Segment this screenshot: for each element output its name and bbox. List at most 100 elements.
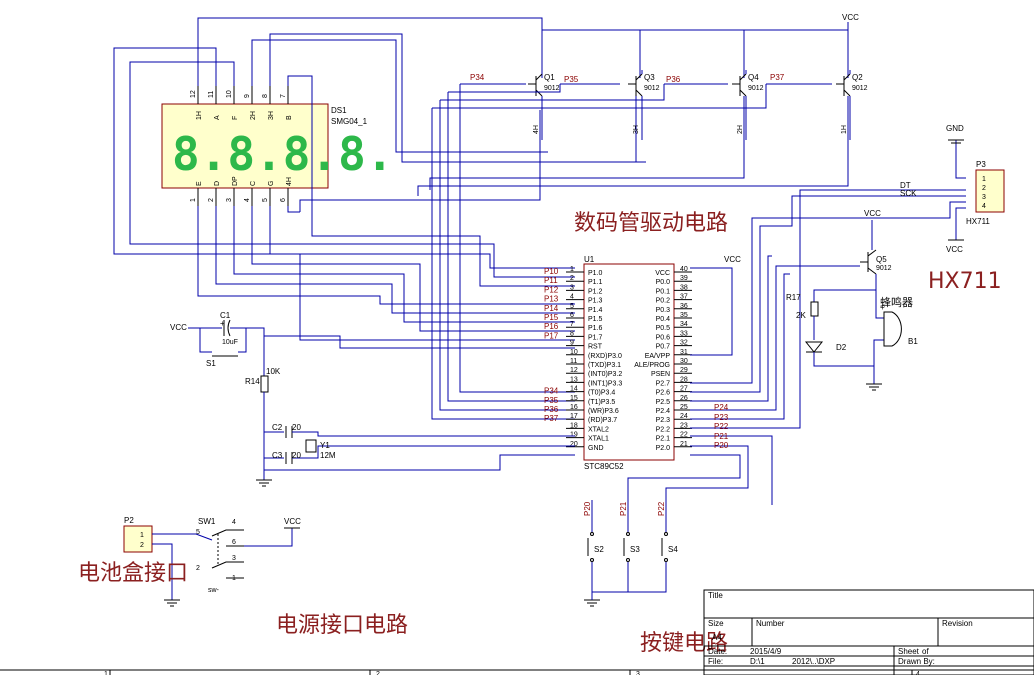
mcu-pin-num: 16: [570, 404, 578, 411]
mcu-pin-name: P0.6: [656, 334, 671, 341]
vcc-ea-wire: [690, 267, 733, 356]
mcu-ref: U1: [584, 255, 595, 264]
mcu-pin-name: P0.3: [656, 307, 671, 314]
tb-size: Size: [708, 619, 724, 628]
mcu-pin-num: 10: [570, 349, 578, 356]
hx711-pin-3: 3: [982, 194, 986, 201]
net-p36: P36: [666, 75, 681, 84]
mcu-pin-num: 26: [680, 395, 688, 402]
sw1-label: sw-: [208, 587, 220, 594]
mcu-pin-name: (INT0)P3.2: [588, 371, 622, 378]
border-num-1: 1: [104, 671, 108, 675]
sw1-pin-2: 2: [196, 565, 200, 572]
mcu-pin-num: 13: [570, 376, 578, 383]
mcu-pin-name: XTAL2: [588, 426, 609, 433]
mcu-pin-name: GND: [588, 445, 604, 452]
tb-revision: Revision: [942, 619, 973, 628]
mcu-pin-num: 15: [570, 395, 578, 402]
battery-connector: P2 1 2: [123, 516, 213, 607]
net-p20: P20: [714, 441, 729, 450]
r14-ref: R14: [245, 377, 260, 386]
hx711-gnd-label: GND: [946, 124, 964, 133]
display-driver-title: 数码管驱动电路: [574, 211, 728, 236]
hx711-part: HX711: [966, 217, 990, 226]
tb-sheet: Sheet: [898, 647, 920, 656]
mcu-pin-num: 6: [570, 312, 574, 319]
b1-ref: B1: [908, 337, 918, 346]
r14-body: [260, 375, 269, 393]
p2-wires: [627, 189, 966, 505]
mcu-pin-name: P0.0: [656, 279, 671, 286]
mcu-pin-name: P2.0: [656, 445, 671, 452]
mcu-pin-name: (T1)P3.5: [588, 399, 615, 406]
transistor-part: 9012: [852, 85, 868, 92]
hx711-pin-2: 2: [982, 185, 986, 192]
mcu-pin-name: P2.3: [656, 417, 671, 424]
battery-connector-body: [123, 525, 153, 553]
display-top-pin-label: 1H: [196, 111, 203, 120]
mcu-pin-name: P1.4: [588, 307, 603, 314]
mcu-pin-num: 14: [570, 386, 578, 393]
hx711-pin-1: 1: [982, 176, 986, 183]
display-bottom-pin-num: 4: [244, 198, 251, 202]
display-bottom-pin-label: 4H: [286, 177, 293, 186]
mcu-pin-num: 4: [570, 294, 574, 301]
display-part: SMG04_1: [331, 117, 368, 126]
mcu-pin-name: P2.1: [656, 436, 671, 443]
hx711-pin-4: 4: [982, 203, 986, 210]
display-top-pin-label: F: [232, 116, 239, 120]
display-top-pin-label: A: [214, 115, 221, 120]
display-top-pin-num: 10: [226, 90, 233, 98]
net-p21: P21: [714, 432, 729, 441]
transistor-collector-label: 1H: [841, 125, 848, 134]
mcu-pin-num: 29: [680, 367, 688, 374]
net-p22: P22: [714, 422, 729, 431]
mcu-pin-net: P37: [544, 414, 559, 423]
p2-pin-2: 2: [140, 542, 144, 549]
display-top-pin-num: 12: [190, 90, 197, 98]
tb-date-val: 2015/4/9: [750, 647, 782, 656]
display-top-pin-label: 2H: [250, 111, 257, 120]
display-top-pin-label: B: [286, 115, 293, 120]
mcu-pin-num: 17: [570, 413, 578, 420]
display-digits: 8.8.8.8.: [172, 127, 394, 181]
tb-size-val: A4: [712, 633, 722, 642]
mcu-pin-name: (INT1)P3.3: [588, 380, 622, 387]
key-ref: S4: [668, 545, 678, 554]
base-wires: [431, 83, 832, 420]
mcu-pin-num: 2: [570, 275, 574, 282]
mcu-pin-net: P34: [544, 387, 559, 396]
display-wires: [113, 17, 849, 341]
keys-title: 按键电路: [640, 631, 728, 656]
display-bottom-pin-label: E: [196, 181, 203, 186]
mcu-pin-name: P0.1: [656, 288, 671, 295]
tb-date: Date:: [708, 647, 727, 656]
transistor-ref: Q4: [748, 73, 759, 82]
drawing-border: 1 2 3 4: [0, 669, 1034, 675]
hx711-vcc-label: VCC: [946, 245, 963, 254]
key-net: P22: [657, 501, 666, 516]
mcu-pin-num: 21: [680, 441, 688, 448]
mcu-pin-num: 27: [680, 386, 688, 393]
p2-pin-1: 1: [140, 532, 144, 539]
mcu-pin-name: P1.7: [588, 334, 603, 341]
mcu-pin-name: P0.7: [656, 344, 671, 351]
mcu-pin-name: P2.5: [656, 399, 671, 406]
q5-ref: Q5: [876, 255, 887, 264]
sw1-switch: SW1 5 4 6 3 2 1 sw- VCC: [196, 517, 301, 594]
tb-drawn: Drawn By:: [898, 657, 935, 666]
hx711-title: HX711: [928, 269, 1002, 294]
y1-val: 12M: [320, 451, 336, 460]
title-block: Title Size A4 Number Revision Date: 2015…: [703, 589, 1034, 675]
transistor-part: 9012: [544, 85, 560, 92]
mcu-pin-num: 7: [570, 321, 574, 328]
mcu-pin-num: 20: [570, 441, 578, 448]
display-bottom-pin-label: D: [214, 181, 221, 186]
r17-val: 2K: [796, 311, 806, 320]
tb-file-val2: 2012\..\DXP: [792, 657, 835, 666]
